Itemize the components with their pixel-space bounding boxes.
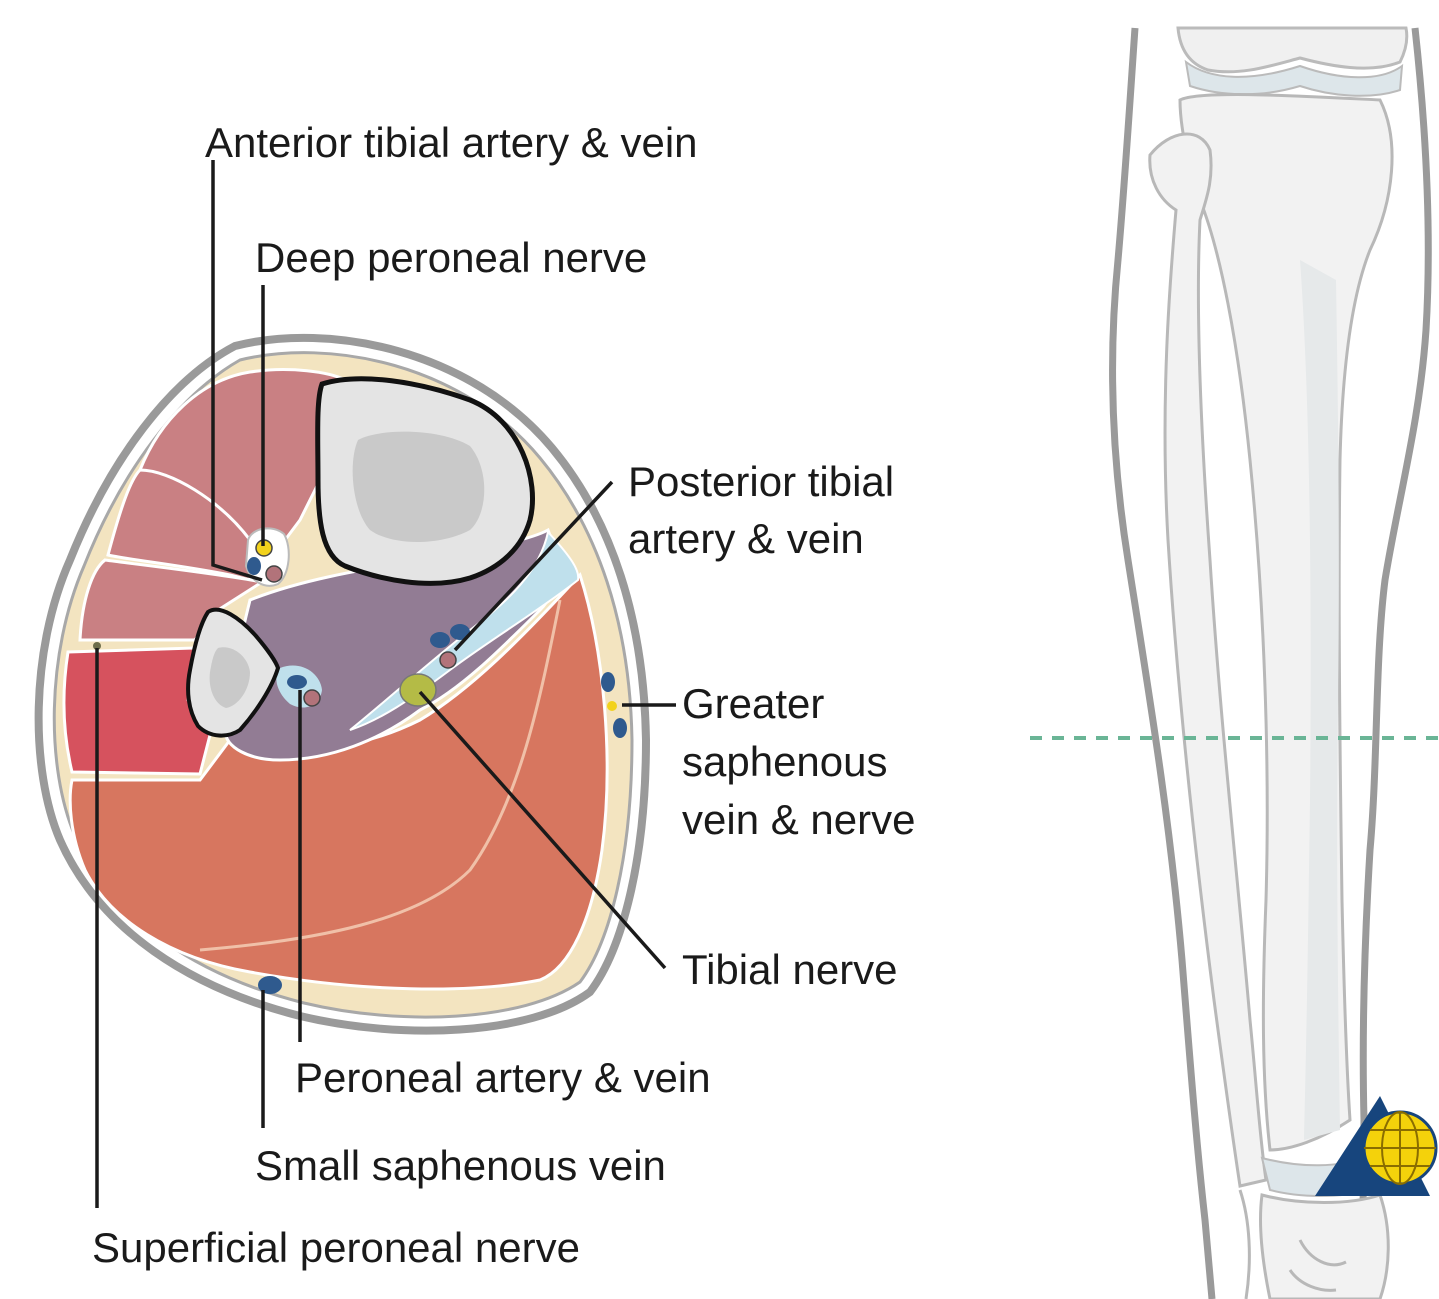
label-greater-saphenous-line2: saphenous: [682, 738, 888, 785]
tibial-nerve-dot: [400, 674, 436, 706]
label-superficial-peroneal: Superficial peroneal nerve: [92, 1224, 580, 1271]
label-peroneal-artery: Peroneal artery & vein: [295, 1054, 711, 1101]
cross-section: [39, 338, 646, 1031]
peroneal-artery-dot: [304, 690, 320, 706]
saphenous-nerve-dot: [607, 701, 617, 711]
greater-saphenous-vein-dot-1: [601, 672, 615, 692]
greater-saphenous-vein-dot-2: [613, 718, 627, 738]
label-posterior-tibial-line1: Posterior tibial: [628, 458, 894, 505]
tibia-marrow: [353, 432, 485, 542]
anterior-tibial-vein-dot: [247, 557, 261, 575]
posterior-tibial-artery-dot: [440, 652, 456, 668]
label-posterior-tibial-line2: artery & vein: [628, 515, 864, 562]
lateral-compartment: [64, 648, 210, 774]
talus: [1260, 1195, 1388, 1299]
label-deep-peroneal: Deep peroneal nerve: [255, 234, 647, 281]
posterior-tibial-vein-dot-1: [430, 632, 450, 648]
label-tibial-nerve: Tibial nerve: [682, 946, 898, 993]
peroneal-vein-dot: [287, 675, 307, 689]
femur-condyle: [1178, 28, 1407, 72]
label-anterior-tibial: Anterior tibial artery & vein: [205, 119, 698, 166]
label-greater-saphenous-line3: vein & nerve: [682, 796, 915, 843]
label-small-saphenous: Small saphenous vein: [255, 1142, 666, 1189]
label-greater-saphenous-line1: Greater: [682, 680, 824, 727]
anterior-tibial-artery-dot: [266, 566, 282, 582]
